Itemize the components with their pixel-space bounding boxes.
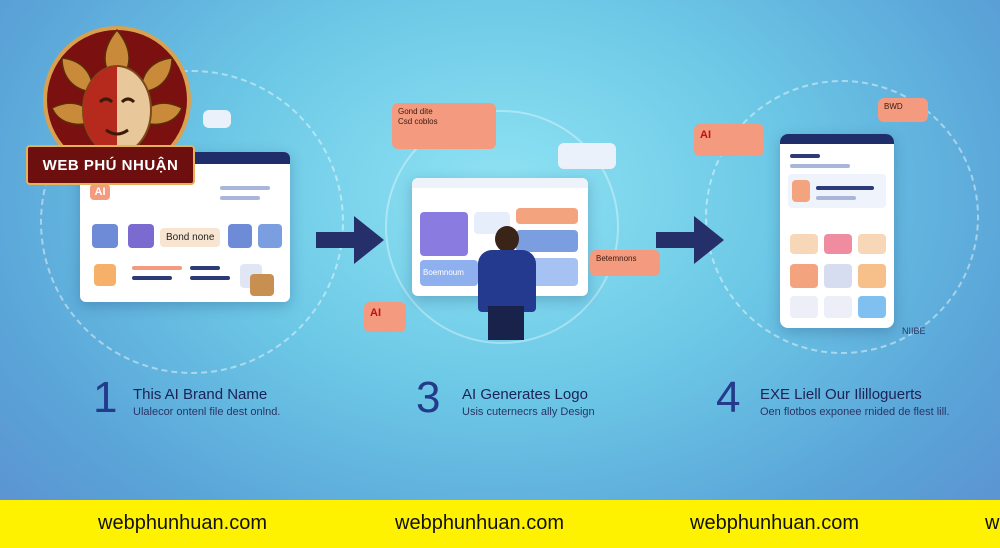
image-tile [516,230,578,252]
person-body [478,250,536,312]
avatar-tile [92,224,118,248]
niibe-tag: NIIBE [902,326,926,336]
speech-bubble: BWD [878,98,928,122]
placeholder-line [816,196,856,200]
image-tile: Boemnoum [420,260,478,286]
placeholder-line [132,276,172,280]
orbit-ring-left [40,70,344,374]
logo-banner: WEB PHÚ NHUẬN [26,145,195,185]
avatar-tile [128,224,154,248]
monitor-topbar [412,178,588,188]
footer-link[interactable]: webphunhuan.com [395,512,565,534]
step-number: 4 [716,373,741,422]
mask-logo-icon [43,26,191,174]
step-title: AI Generates Logo [462,386,588,403]
swatch [824,296,852,318]
ai-bubble: AI [364,302,406,332]
placeholder-line [790,164,850,168]
arrow-right-icon [316,216,384,264]
footer-bar: webphunhuan.com webphunhuan.com webphunh… [0,500,1000,548]
placeholder-line [816,186,874,190]
icon-tile [250,274,274,296]
orbit-ring-center [385,110,619,344]
swatch [790,264,818,288]
footer-link[interactable]: webphunhuan.com [98,512,268,534]
avatar-tile [792,180,810,202]
step-number: 3 [416,373,441,422]
brand-name-chip: Bond none [160,228,221,247]
placeholder-line [220,196,260,200]
swatch [858,264,886,288]
step-title: EXE Liell Our Ililloguerts [760,386,922,403]
placeholder-line [190,266,220,270]
orbit-ring-right [705,80,979,354]
step-subtitle: Ulalecor ontenl file dest onlnd. [133,406,281,418]
chat-bubble-icon [203,110,231,128]
image-tile [420,212,468,256]
swatch [824,234,852,254]
speech-bubble: Gond dite Csd coblos [392,103,496,149]
tablet-topbar [780,134,894,144]
swatch [824,264,852,288]
avatar-tile [258,224,282,248]
footer-link[interactable]: w [985,512,1000,534]
ai-tag: AI [90,184,110,200]
swatch [790,296,818,318]
placeholder-line [190,276,230,280]
ai-bubble: AI [694,124,764,156]
footer-link[interactable]: webphunhuan.com [690,512,860,534]
step-title: This AI Brand Name [133,386,268,403]
step-number: 1 [93,373,118,422]
step-subtitle: Oen flotbos exponee rnided de flest lill… [760,406,950,418]
person-legs [488,306,524,340]
panel-3-tablet [780,134,894,328]
step-subtitle: Usis cuternecrs ally Design [462,406,595,418]
speech-bubble: Betemnons [590,250,660,276]
pen-tool-bubble [558,143,616,169]
placeholder-line [132,266,182,270]
person-head [495,226,519,252]
image-tile [516,208,578,224]
placeholder-line [220,186,270,190]
swatch [790,234,818,254]
swatch [858,296,886,318]
avatar-tile [228,224,252,248]
icon-tile [94,264,116,286]
placeholder-line [790,154,820,158]
arrow-right-icon [656,216,724,264]
swatch [858,234,886,254]
